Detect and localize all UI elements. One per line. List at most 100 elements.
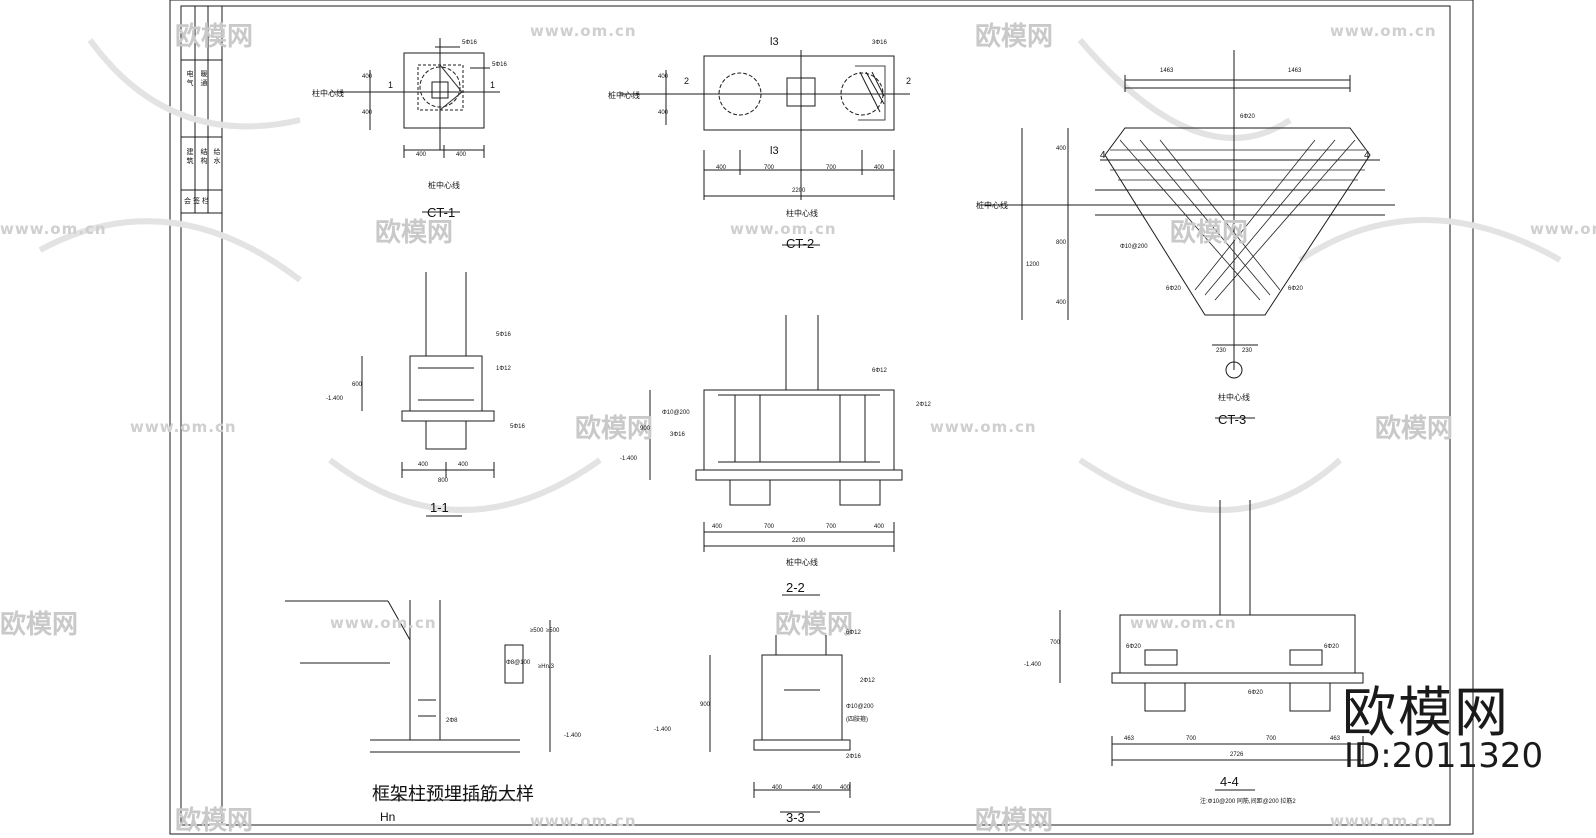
s11-rebar: 5Φ16 [496, 332, 511, 338]
s11-rebar: 5Φ16 [510, 424, 525, 430]
titleblock-architecture: 建 筑 [186, 148, 193, 164]
s44-dim: 463 [1330, 736, 1341, 742]
section-2-2 [649, 315, 903, 596]
s33-dim: 400 [840, 785, 851, 791]
detail-subtitle: Hn [380, 810, 396, 824]
ct2-dim: 400 [658, 74, 669, 80]
ct1-plan [330, 38, 500, 213]
ct3-dim: 400 [1056, 146, 1067, 152]
s11-dim-total: 800 [438, 478, 449, 484]
s22-dim: 900 [640, 426, 651, 432]
ct2-dim: 400 [874, 165, 885, 171]
s33-dim: 400 [772, 785, 783, 791]
s33-rebar: 6Φ12 [846, 630, 861, 636]
watermark-url: www.om.cn [130, 418, 237, 436]
brand-logo-text: 欧模网 [1342, 681, 1510, 744]
ct3-rebar: Φ10@200 [1120, 244, 1148, 250]
watermark-url: www.om.cn [1330, 812, 1437, 830]
ct2-dim: 400 [716, 165, 727, 171]
s33-dim: 900 [700, 702, 711, 708]
s44-dim: 700 [1186, 736, 1197, 742]
ct3-dim: 400 [1056, 300, 1067, 306]
ct2-axis-b: 柱中心线 [786, 209, 818, 218]
ct3-axis: 桩中心线 [976, 201, 1008, 210]
watermark-cn: 欧模网 [0, 610, 79, 640]
s44-elev: -1.400 [1024, 662, 1042, 668]
s11-dim: 400 [418, 462, 429, 468]
s22-elev: -1.400 [620, 456, 638, 462]
ct3-title: CT-3 [1218, 412, 1247, 427]
s33-rebar: 2Φ12 [860, 678, 875, 684]
s11-title: 1-1 [430, 500, 449, 515]
ct1-dim: 400 [456, 152, 467, 158]
watermark-url: www.om.cn [330, 614, 437, 632]
s44-note: 注:Φ10@200 同筋,间距@200 拉筋2 [1200, 799, 1296, 805]
s44-dim: 700 [1050, 640, 1061, 646]
ct1-rebar: 5Φ16 [492, 62, 507, 68]
ct3-rebar: 6Φ20 [1240, 114, 1255, 120]
ct1-dim: 400 [416, 152, 427, 158]
ct3-dim: 1463 [1160, 68, 1174, 74]
s11-dim: 400 [458, 462, 469, 468]
watermark-url: www.om.cn [930, 418, 1037, 436]
ct2-axis: 桩中心线 [608, 91, 640, 100]
ct2-rebar: 3Φ16 [872, 40, 887, 46]
s33-rebar: 2Φ16 [846, 754, 861, 760]
watermark-url: www.om.cn [1130, 614, 1237, 632]
watermark-cn: 欧模网 [575, 414, 654, 444]
ct3-section-mark: 4 [1364, 150, 1370, 161]
detail-elev: -1.400 [564, 733, 582, 739]
ct1-axis: 柱中心线 [312, 89, 344, 98]
detail-dim: ≥500 [530, 628, 544, 634]
watermark-url: www.om.cn [1530, 220, 1596, 238]
s44-dim: 700 [1266, 736, 1277, 742]
watermark-cn: 欧模网 [975, 22, 1054, 52]
titleblock-water: 给 水 [213, 148, 220, 164]
ct3-rebar: 6Φ20 [1166, 286, 1181, 292]
s44-rebar: 6Φ20 [1324, 644, 1339, 650]
s22-dim: 700 [764, 524, 775, 530]
ct2-dim-total: 2200 [792, 188, 806, 194]
s22-dim: 700 [826, 524, 837, 530]
titleblock-structure: 结 构 [200, 148, 207, 164]
ct3-dim: 1463 [1288, 68, 1302, 74]
ct2-dim: 700 [826, 165, 837, 171]
s33-rebar: Φ10@200 [846, 704, 874, 710]
section-4-4 [1059, 500, 1364, 791]
inner-frame [180, 5, 1451, 826]
detail-dim: ≥Hn/3 [538, 664, 554, 670]
s22-rebar: Φ10@200 [662, 410, 690, 416]
ct1-section-mark: 1 [490, 80, 496, 90]
watermark-cn: 欧模网 [775, 610, 854, 640]
titleblock-hvac: 暖 通 [200, 70, 207, 86]
watermark-url: www.om.cn [0, 220, 107, 238]
detail-dim: ≥500 [546, 628, 560, 634]
s22-dim: 400 [874, 524, 885, 530]
s44-rebar: 6Φ20 [1126, 644, 1141, 650]
detail-title: 框架柱预埋插筋大样 [372, 784, 534, 805]
s44-title: 4-4 [1220, 774, 1239, 789]
s11-dim: 600 [352, 382, 363, 388]
ct2-title: CT-2 [786, 236, 815, 251]
s33-elev: -1.400 [654, 727, 672, 733]
ct3-dim: 230 [1216, 348, 1227, 354]
ct3-dim: 230 [1242, 348, 1253, 354]
s44-dim-total: 2726 [1230, 752, 1244, 758]
s44-rebar: 6Φ20 [1248, 690, 1263, 696]
titleblock-countersign: 会 签 栏 [184, 198, 209, 205]
ct3-dim: 800 [1056, 240, 1067, 246]
s33-rebar: (四肢箍) [846, 717, 868, 723]
s22-title: 2-2 [786, 580, 805, 595]
s22-axis: 桩中心线 [786, 558, 818, 567]
ct2-section-mark: 2 [906, 76, 912, 86]
ct1-dim: 400 [362, 74, 373, 80]
ct3-plan [980, 50, 1395, 419]
section-1-1 [361, 272, 495, 517]
watermark-cn: 欧模网 [175, 22, 254, 52]
column-rebar-detail [285, 600, 551, 801]
ct2-section-mark: 2 [684, 76, 690, 86]
s33-dim: 400 [812, 785, 823, 791]
s22-dim: 400 [712, 524, 723, 530]
ct2-section-top: l3 [770, 36, 779, 48]
